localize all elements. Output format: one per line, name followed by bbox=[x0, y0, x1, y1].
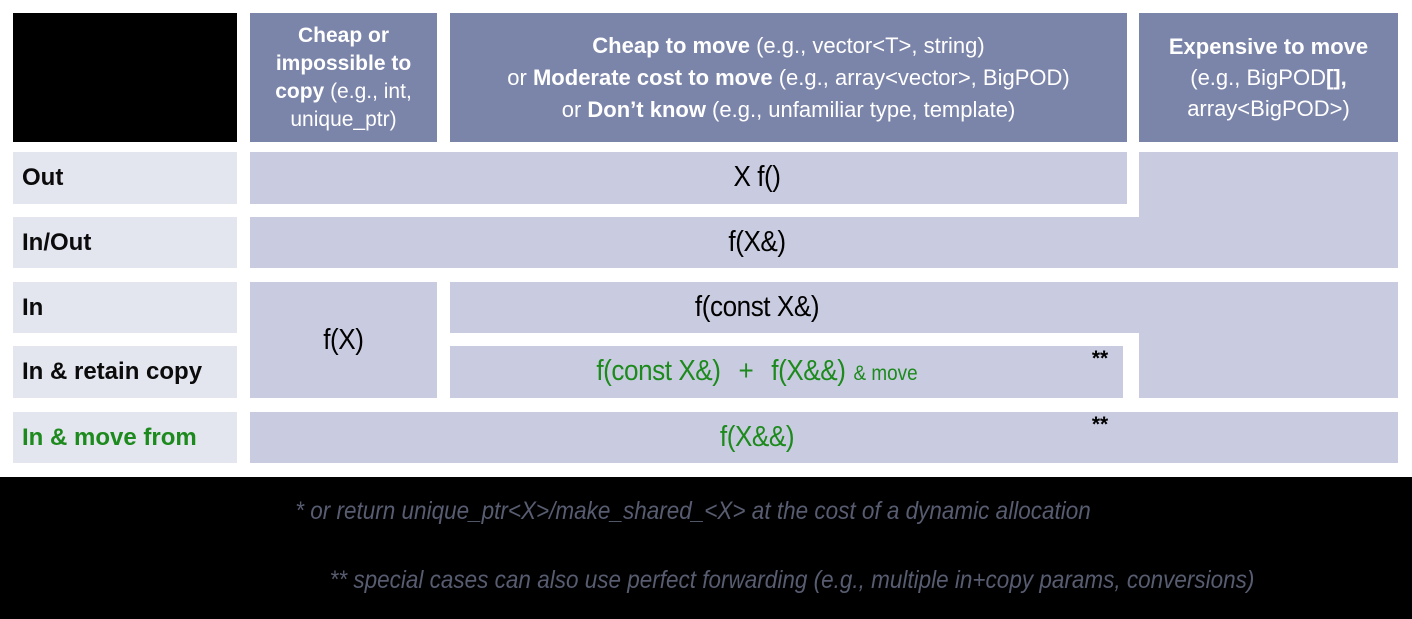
retain-footnote-marker: ** bbox=[1091, 347, 1109, 370]
column-header-cheap-to-move: Cheap to move (e.g., vector<T>, string) … bbox=[450, 13, 1127, 142]
row-label-in: In bbox=[13, 282, 237, 333]
footer: * or return unique_ptr<X>/make_shared_<X… bbox=[0, 477, 1412, 619]
footnote-dynamic-allocation: * or return unique_ptr<X>/make_shared_<X… bbox=[295, 497, 1091, 525]
cell-move-from: f(X&&) ** bbox=[250, 412, 1398, 463]
header-line: or Moderate cost to move (e.g., array<ve… bbox=[507, 64, 1070, 90]
row-label-out: Out bbox=[13, 152, 237, 204]
cell-expensive-in-retain bbox=[1139, 282, 1398, 398]
header-line: Cheap or bbox=[297, 23, 389, 47]
cell-in-fx: f(X) bbox=[250, 282, 437, 398]
header-line: (e.g., BigPOD[], bbox=[1190, 65, 1347, 90]
movefrom-footnote-marker: ** bbox=[1091, 413, 1109, 436]
header-line: unique_ptr) bbox=[290, 107, 397, 131]
row-label-inout: In/Out bbox=[13, 217, 237, 268]
cell-inout-fxref: f(X&) bbox=[250, 217, 1398, 268]
cell-retain-copy: f(const X&)+f(X&&)& move ** bbox=[450, 346, 1123, 398]
column-header-expensive-to-move: Expensive to move (e.g., BigPOD[], array… bbox=[1139, 13, 1398, 142]
code-f-xrefref: f(X&&) bbox=[719, 420, 795, 453]
header-line: Expensive to move bbox=[1168, 34, 1369, 59]
row-label-in-retain-copy: In & retain copy bbox=[13, 346, 237, 398]
footnote-perfect-forwarding: ** special cases can also use perfect fo… bbox=[329, 566, 1255, 594]
code-and-move: & move bbox=[853, 361, 918, 385]
code-f-const-xref: f(const X&) bbox=[694, 290, 820, 323]
code-retain-copy: f(const X&)+f(X&&)& move bbox=[596, 354, 918, 387]
code-x-f: X f() bbox=[733, 160, 781, 193]
code-f-x: f(X) bbox=[323, 323, 364, 356]
corner-block bbox=[13, 13, 237, 142]
header-line: copy (e.g., int, bbox=[275, 79, 412, 103]
header-line: impossible to bbox=[275, 51, 412, 75]
cell-out-xf: X f() bbox=[250, 152, 1127, 204]
header-line: Cheap to move (e.g., vector<T>, string) bbox=[592, 32, 985, 58]
header-line: or Don’t know (e.g., unfamiliar type, te… bbox=[561, 96, 1016, 122]
row-label-in-move-from: In & move from bbox=[13, 412, 237, 463]
header-line: array<BigPOD>) bbox=[1187, 96, 1350, 121]
code-f-xref: f(X&) bbox=[728, 225, 786, 258]
column-header-cheap-to-copy: Cheap or impossible to copy (e.g., int, … bbox=[250, 13, 437, 142]
